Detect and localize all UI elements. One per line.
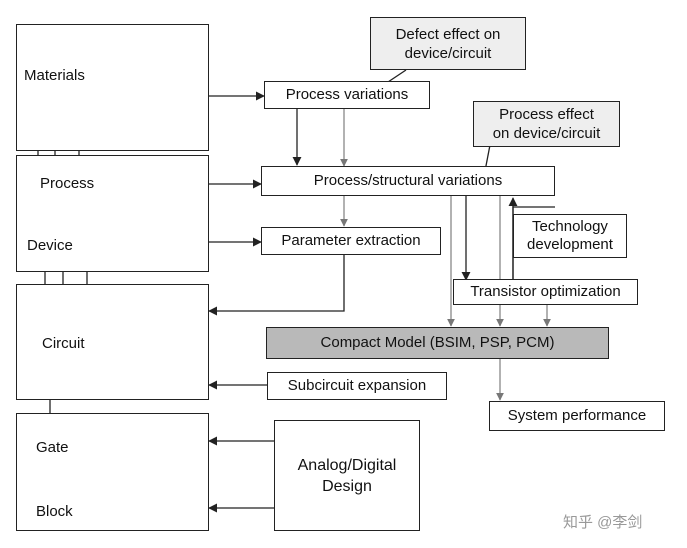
transistor-optimization-box: Transistor optimization	[453, 279, 638, 305]
process-effect-callout: Process effect on device/circuit	[473, 101, 620, 147]
process-variations-box: Process variations	[264, 81, 430, 109]
watermark: 知乎 @李剑	[563, 514, 643, 531]
materials-label: Materials	[24, 67, 85, 84]
materials-panel	[16, 24, 209, 151]
process-effect-line1: Process effect	[499, 106, 594, 123]
analog-digital-line2: Design	[322, 477, 372, 495]
circuit-panel	[16, 284, 209, 400]
technology-development-box: Technology development	[513, 214, 627, 258]
defect-effect-line2: device/circuit	[404, 44, 492, 62]
flow-arrows	[208, 69, 555, 513]
device-label: Device	[27, 237, 73, 254]
process-device-panel	[16, 155, 209, 272]
process-effect-line2: on device/circuit	[492, 125, 601, 142]
technology-development-line1: Technology	[532, 218, 608, 235]
gate-block-panel	[16, 413, 209, 531]
circuit-label: Circuit	[42, 335, 85, 352]
system-performance-box: System performance	[489, 401, 665, 431]
parameter-extraction-box: Parameter extraction	[261, 227, 441, 255]
process-structural-variations-box: Process/structural variations	[261, 166, 555, 196]
defect-effect-callout: Defect effect on device/circuit	[370, 17, 526, 70]
technology-development-line2: development	[527, 236, 613, 253]
analog-digital-line1: Analog/Digital	[297, 456, 397, 474]
block-label: Block	[36, 503, 73, 520]
gate-label: Gate	[36, 439, 69, 456]
process-label: Process	[40, 175, 95, 192]
compact-model-box: Compact Model (BSIM, PSP, PCM)	[266, 327, 609, 359]
subcircuit-expansion-box: Subcircuit expansion	[267, 372, 447, 400]
analog-digital-design-box: Analog/Digital Design	[274, 420, 420, 531]
defect-effect-line1: Defect effect on	[395, 25, 501, 43]
